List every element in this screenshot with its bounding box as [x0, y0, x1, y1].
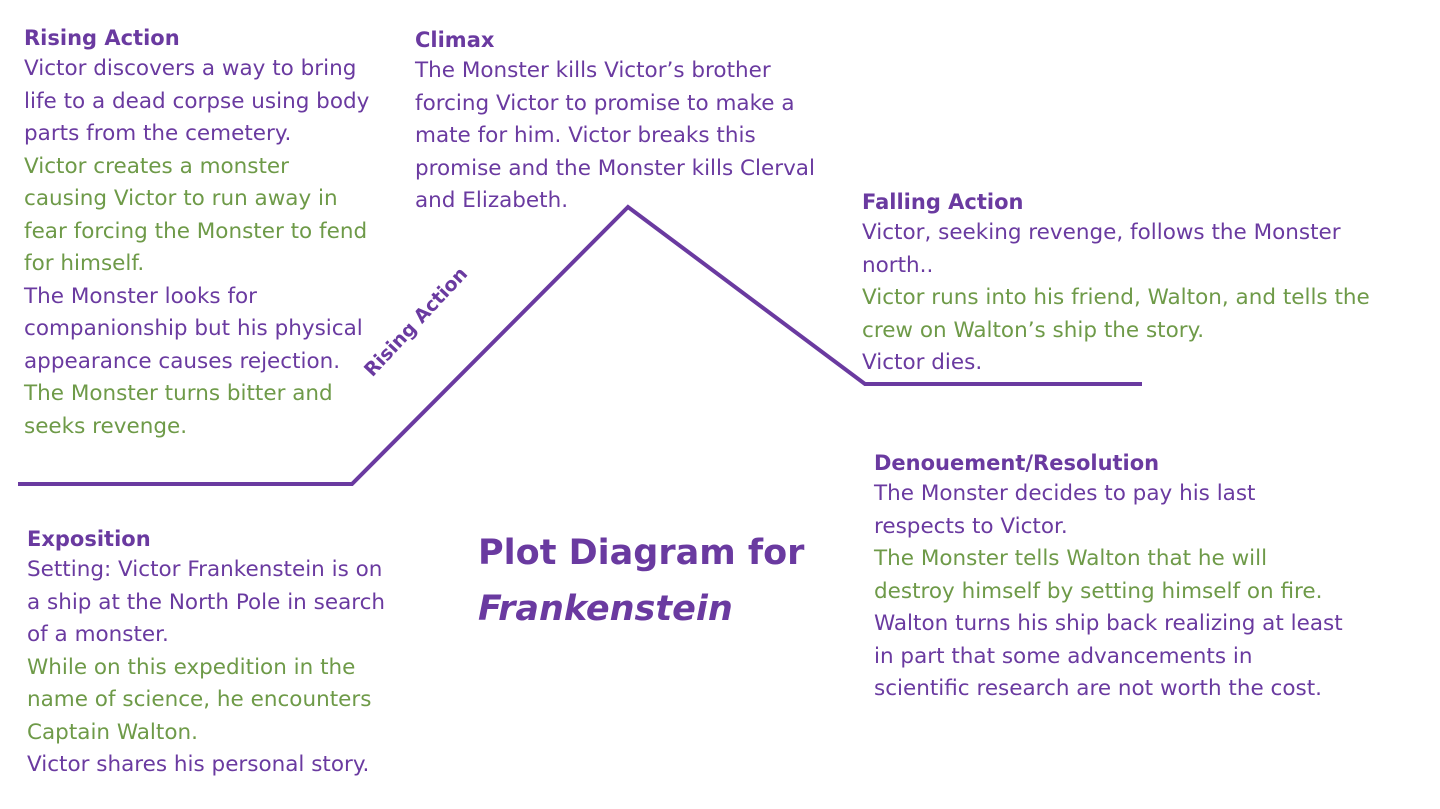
text-line: Victor creates a monster [24, 153, 290, 179]
text-line: in part that some advancements in [874, 643, 1253, 669]
text-line: The Monster decides to pay his last [874, 481, 1256, 506]
text-line: mate for him. Victor breaks this [415, 123, 756, 148]
diagram-title: Plot Diagram for Frankenstein [478, 525, 804, 637]
text-line: for himself. [24, 251, 145, 276]
text-line: forcing Victor to promise to make a [415, 90, 795, 116]
falling-action-section: Falling Action Victor, seeking revenge, … [862, 187, 1422, 380]
denouement-heading: Denouement/Resolution [874, 451, 1160, 475]
denouement-text: The Monster decides to pay his last respe… [874, 478, 1434, 706]
falling-action-heading: Falling Action [862, 190, 1024, 214]
text-line: Captain Walton. [27, 719, 198, 745]
text-line: While on this expedition in the [27, 654, 356, 680]
text-line: of a monster. [27, 622, 169, 647]
text-line: respects to Victor. [874, 513, 1068, 539]
text-line: a ship at the North Pole in search [27, 589, 386, 615]
text-line: life to a dead corpse using body [24, 88, 370, 114]
text-line: promise and the Monster kills Clerval [415, 155, 815, 181]
text-line: north.. [862, 252, 934, 278]
text-line: scientific research are not worth the co… [874, 676, 1322, 701]
text-line: destroy himself by setting himself on fi… [874, 578, 1323, 604]
falling-action-text: Victor, seeking revenge, follows the Mon… [862, 217, 1422, 380]
text-line: fear forcing the Monster to fend [24, 218, 368, 244]
plot-line [18, 204, 1142, 486]
text-line: crew on Walton’s ship the story. [862, 317, 1205, 343]
climax-text: The Monster kills Victor’s brother forcin… [415, 55, 845, 218]
title-line-2: Frankenstein [478, 589, 733, 629]
text-line: and Elizabeth. [415, 188, 569, 213]
text-line: Setting: Victor Frankenstein is on [27, 557, 383, 582]
text-line: The Monster looks for [24, 283, 258, 309]
exposition-heading: Exposition [27, 527, 151, 551]
text-line: Victor shares his personal story. [27, 752, 370, 777]
text-line: appearance causes rejection. [24, 348, 341, 374]
title-line-1: Plot Diagram for [478, 533, 805, 573]
climax-section: Climax The Monster kills Victor’s brothe… [415, 25, 845, 218]
text-line: The Monster turns bitter and [24, 381, 333, 406]
climax-heading: Climax [415, 28, 495, 52]
text-line: Victor discovers a way to bring [24, 56, 357, 81]
exposition-section: Exposition Setting: Victor Frankenstein … [27, 524, 427, 782]
rising-action-section: Rising Action Victor discovers a way to … [24, 23, 404, 443]
rising-action-heading: Rising Action [24, 26, 180, 50]
text-line: Walton turns his ship back realizing at … [874, 611, 1343, 636]
text-line: companionship but his physical [24, 316, 363, 341]
text-line: causing Victor to run away in [24, 186, 338, 211]
text-line: The Monster kills Victor’s brother [415, 58, 771, 83]
rising-action-text: Victor discovers a way to bring life to a… [24, 53, 404, 443]
text-line: Victor dies. [862, 350, 983, 375]
denouement-section: Denouement/Resolution The Monster decide… [874, 448, 1434, 706]
text-line: Victor, seeking revenge, follows the Mon… [862, 220, 1341, 245]
text-line: Victor runs into his friend, Walton, and… [862, 285, 1370, 310]
exposition-text: Setting: Victor Frankenstein is on a ship… [27, 554, 427, 782]
text-line: seeks revenge. [24, 413, 188, 439]
text-line: The Monster tells Walton that he will [874, 546, 1268, 571]
text-line: parts from the cemetery. [24, 121, 292, 146]
text-line: name of science, he encounters [27, 687, 372, 712]
